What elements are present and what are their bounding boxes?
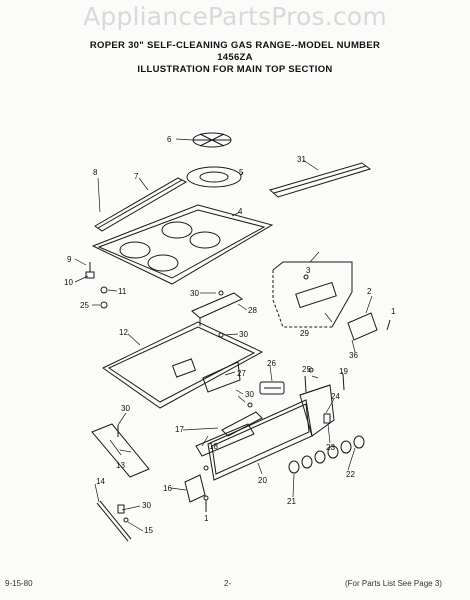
callout-12: 12	[119, 328, 128, 337]
callout-8: 8	[93, 168, 98, 177]
part-burner-box	[102, 321, 264, 409]
callout-1b: 1	[391, 307, 396, 316]
callout-4: 4	[238, 207, 243, 216]
part-cooktop	[91, 204, 274, 285]
leader-lines	[74, 138, 373, 532]
callout-30a: 30	[190, 289, 199, 298]
part-trim-rail	[94, 177, 188, 232]
callout-25a: 25	[80, 301, 89, 310]
callout-15: 15	[144, 526, 153, 535]
part-vent	[259, 381, 285, 395]
callout-18: 18	[209, 442, 218, 451]
callout-11: 11	[118, 287, 127, 296]
callout-23: 23	[326, 443, 335, 452]
part-side-trim	[91, 423, 150, 478]
callout-20: 20	[258, 476, 267, 485]
callout-labels: 6 5 7 8 4 31 9 10 11 25 30 28 30 12 27 3…	[64, 135, 396, 535]
part-cover-plate	[347, 312, 391, 341]
callout-14: 14	[96, 477, 105, 486]
callout-30c: 30	[245, 390, 254, 399]
part-screws-left	[85, 262, 108, 309]
title-line-section: ILLUSTRATION FOR MAIN TOP SECTION	[137, 64, 333, 75]
callout-28: 28	[248, 306, 257, 315]
callout-9: 9	[67, 255, 72, 264]
title-line-number: 1456ZA	[217, 52, 253, 63]
callout-2: 2	[367, 287, 372, 296]
callout-30b: 30	[239, 330, 248, 339]
footer-parts-list-note: (For Parts List See Page 3)	[345, 579, 442, 588]
footer-page-number: 2-	[224, 579, 232, 588]
part-control-panel	[207, 384, 335, 481]
callout-30e: 30	[142, 501, 151, 510]
callout-6: 6	[167, 135, 172, 144]
part-burner-bowl	[186, 166, 242, 188]
callout-25b: 25	[302, 365, 311, 374]
callout-24: 24	[331, 392, 340, 401]
part-burner-cap	[192, 132, 232, 148]
part-panel-screws	[304, 367, 345, 393]
callout-17: 17	[175, 425, 184, 434]
part-end-cap	[184, 465, 209, 503]
part-bezel	[195, 423, 255, 457]
callout-31: 31	[297, 155, 306, 164]
callout-36: 36	[349, 351, 358, 360]
callout-1: 1	[204, 514, 209, 523]
callout-13: 13	[116, 461, 125, 470]
callout-19: 19	[339, 367, 348, 376]
callout-27: 27	[237, 369, 246, 378]
callout-29: 29	[300, 329, 309, 338]
part-bracket	[191, 290, 243, 338]
part-lower-rod	[96, 500, 132, 542]
part-support	[221, 402, 263, 437]
watermark: AppliancePartsPros.com	[83, 2, 387, 31]
title-line-model: ROPER 30" SELF-CLEANING GAS RANGE--MODEL…	[89, 40, 381, 51]
callout-7: 7	[134, 172, 139, 181]
callout-22: 22	[346, 470, 355, 479]
callout-3: 3	[306, 266, 311, 275]
callout-5: 5	[239, 168, 244, 177]
callout-26: 26	[267, 359, 276, 368]
footer-date: 9-15-80	[5, 579, 33, 588]
part-knobs	[288, 435, 365, 474]
part-rear-strip	[268, 162, 372, 198]
callout-30d: 30	[121, 404, 130, 413]
part-clip	[323, 413, 331, 424]
callout-21: 21	[287, 497, 296, 506]
callout-16: 16	[163, 484, 172, 493]
callout-10: 10	[64, 278, 73, 287]
part-ignition-module	[272, 261, 353, 328]
